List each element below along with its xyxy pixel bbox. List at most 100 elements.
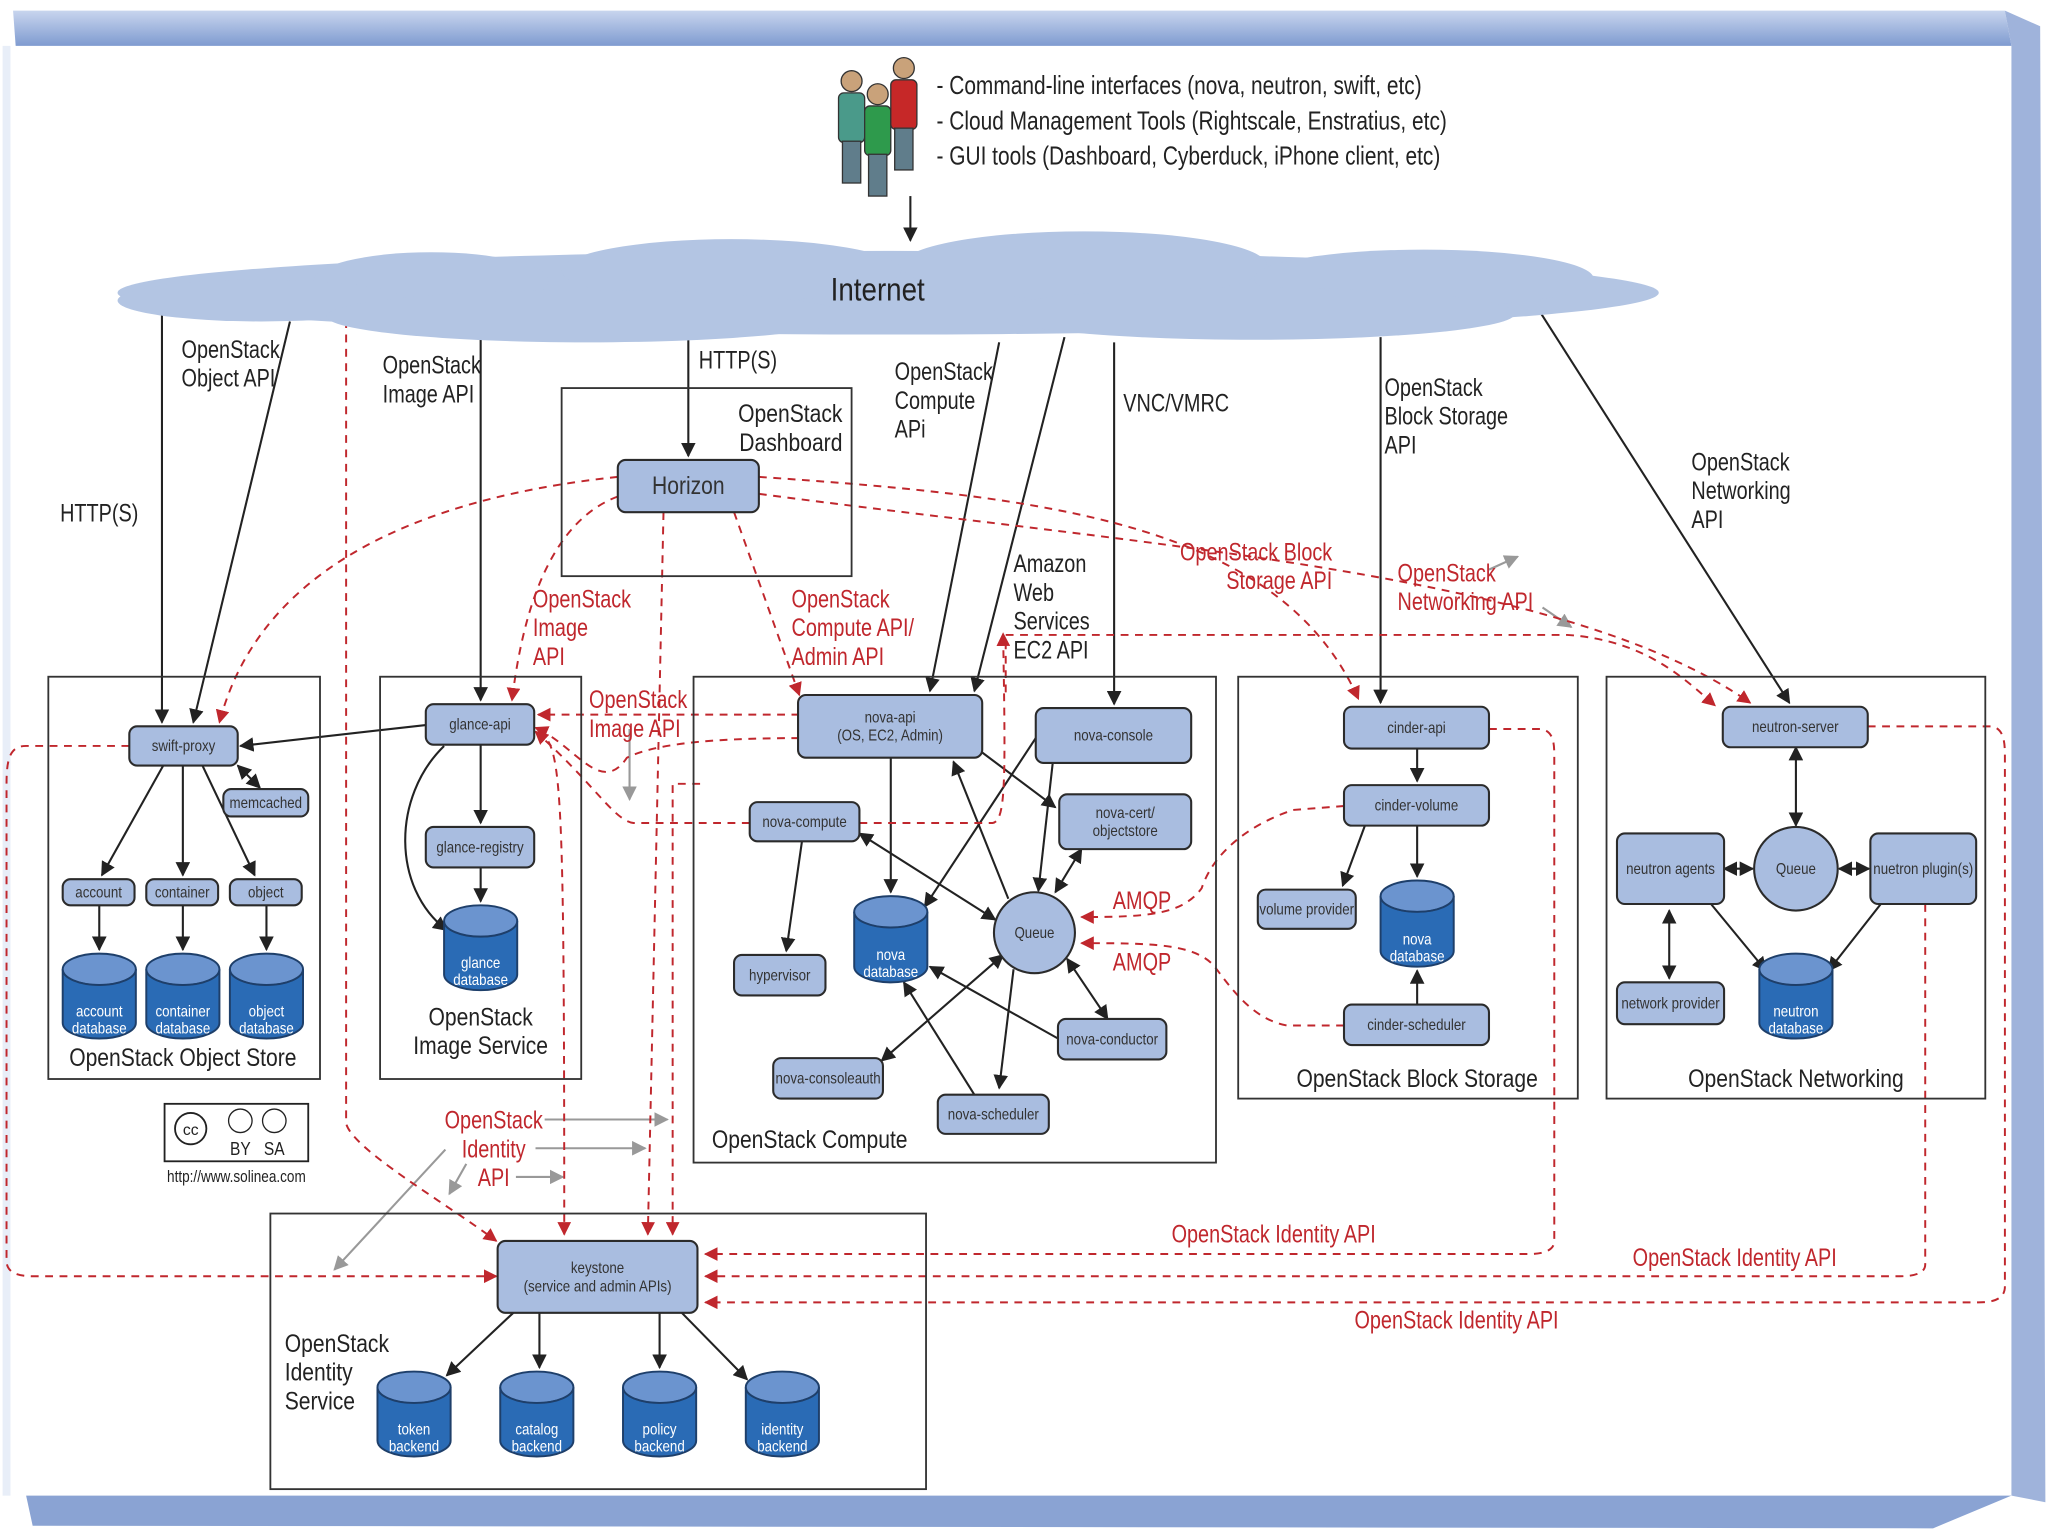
dashed-api-flow bbox=[5, 744, 498, 1284]
node-horizon: Horizon bbox=[616, 458, 760, 514]
node-box bbox=[61, 878, 136, 907]
node-box bbox=[424, 703, 536, 746]
arrow bbox=[100, 765, 165, 877]
node-box bbox=[1342, 1003, 1491, 1047]
node-label: keystone(service and admin APIs) bbox=[524, 1260, 672, 1296]
node-box bbox=[1615, 832, 1726, 906]
red-label-amqp-2: AMQP bbox=[1113, 949, 1171, 977]
arrow bbox=[993, 969, 1015, 1090]
dashed-api-flow bbox=[506, 495, 619, 702]
node-nova-console: nova-console bbox=[1034, 707, 1193, 764]
node-cinder-volume: cinder-volume bbox=[1342, 784, 1491, 827]
node-box bbox=[772, 1057, 884, 1100]
dashed-api-flow bbox=[859, 632, 1011, 824]
service-box-networking bbox=[1605, 675, 1987, 1100]
dashed-api-flow bbox=[703, 727, 1556, 1261]
node-nova-conductor: nova-conductor bbox=[1056, 1017, 1168, 1061]
cloud-puff bbox=[326, 290, 849, 343]
node-nova-api: nova-api(OS, EC2, Admin) bbox=[796, 693, 984, 759]
gray-arrow bbox=[333, 1148, 447, 1271]
node-box bbox=[936, 1093, 1050, 1135]
label-vnc-vmrc: VNC/VMRC bbox=[1123, 389, 1229, 417]
node-box bbox=[1615, 981, 1726, 1026]
node-box bbox=[424, 825, 536, 869]
service-box-dashboard bbox=[560, 387, 853, 578]
dashed-api-flow bbox=[537, 730, 572, 1236]
node-label: network provider bbox=[1621, 996, 1720, 1013]
service-title-compute: OpenStack Compute bbox=[712, 1126, 908, 1154]
node-box bbox=[222, 788, 310, 818]
arrow bbox=[928, 965, 1059, 1040]
node-hypervisor: hypervisor bbox=[732, 953, 827, 997]
arrow bbox=[681, 1312, 749, 1381]
service-box-identity bbox=[269, 1212, 927, 1491]
node-object: object bbox=[228, 878, 303, 907]
node-memcached: memcached bbox=[222, 788, 310, 818]
node-label: nova-compute bbox=[762, 814, 846, 831]
client-tools-list: - Command-line interfaces (nova, neutron… bbox=[936, 72, 1446, 171]
node-box bbox=[145, 878, 220, 907]
node-label: nova-console bbox=[1074, 728, 1153, 745]
cloud-puff bbox=[901, 231, 1267, 300]
cc-icon bbox=[174, 1112, 208, 1146]
arrow bbox=[404, 745, 448, 932]
node-label: nova-api(OS, EC2, Admin) bbox=[837, 710, 943, 746]
red-label-identity-api-2: OpenStack Identity API bbox=[1633, 1244, 1837, 1272]
dashed-api-flow bbox=[534, 730, 750, 824]
by-text: BY bbox=[230, 1139, 251, 1159]
node-container: container bbox=[145, 878, 220, 907]
node-glance-registry: glance-registry bbox=[424, 825, 536, 869]
node-label: glance-registry bbox=[436, 839, 524, 856]
service-box-image bbox=[379, 675, 583, 1080]
node-box bbox=[1034, 707, 1193, 764]
dashed-api-flow bbox=[215, 475, 618, 724]
arrow bbox=[445, 1312, 515, 1377]
arrow bbox=[1066, 957, 1109, 1021]
dashed-api-flow bbox=[345, 320, 498, 1242]
node-box bbox=[1869, 832, 1978, 906]
node-nova-compute: nova-compute bbox=[748, 801, 861, 843]
arrow bbox=[189, 321, 291, 724]
node-label: glance-api bbox=[449, 717, 510, 734]
node-box bbox=[1342, 784, 1491, 827]
node-label: nuetron plugin(s) bbox=[1873, 861, 1973, 878]
node-box bbox=[796, 693, 984, 759]
arrow bbox=[236, 764, 261, 789]
people-icon bbox=[837, 56, 918, 197]
cc-text: cc bbox=[183, 1122, 199, 1139]
arrow bbox=[201, 765, 256, 877]
node-label: memcached bbox=[230, 795, 303, 812]
node-label: cinder-scheduler bbox=[1367, 1017, 1466, 1034]
service-box-compute bbox=[692, 675, 1217, 1164]
service-box-object_store bbox=[47, 675, 321, 1080]
node-cinder-scheduler: cinder-scheduler bbox=[1342, 1003, 1491, 1047]
dashed-api-flow bbox=[703, 725, 2006, 1310]
node-label: neutron agents bbox=[1626, 861, 1715, 878]
node-label: nova-scheduler bbox=[948, 1107, 1039, 1124]
node-label: Horizon bbox=[652, 471, 725, 499]
arrow bbox=[951, 760, 1010, 900]
